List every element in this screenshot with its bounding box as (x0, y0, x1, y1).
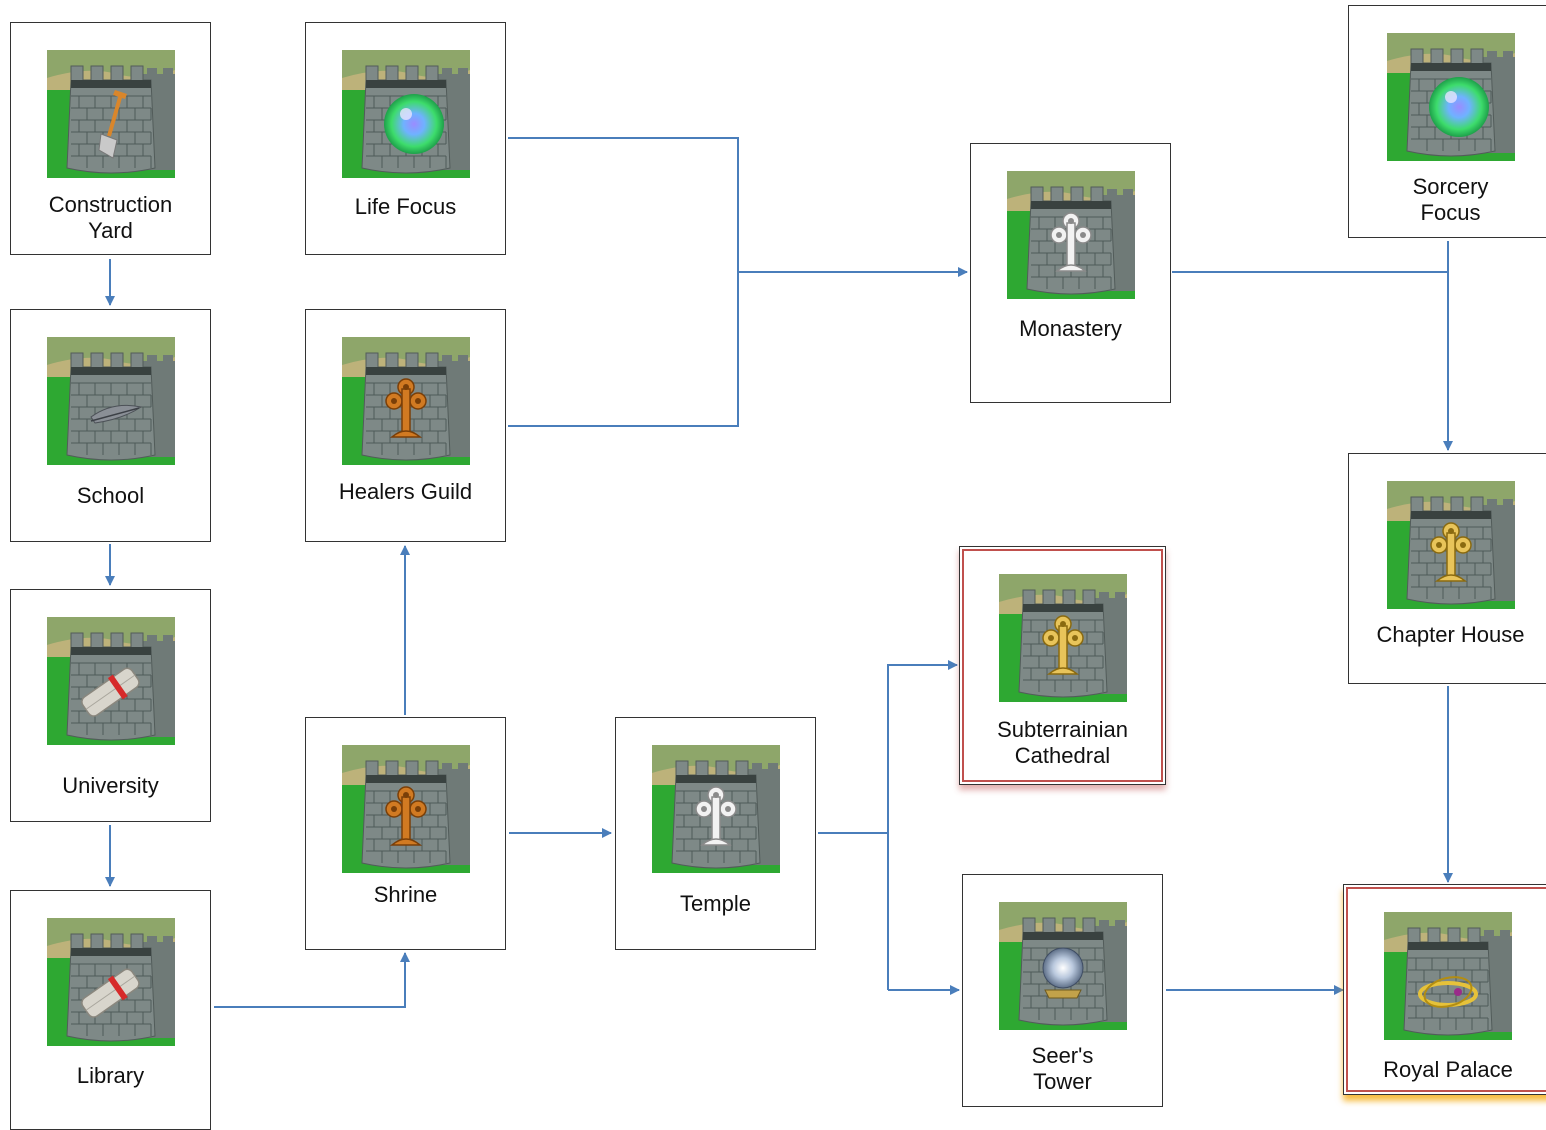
node-temple[interactable]: Temple (615, 717, 816, 950)
node-construction-yard[interactable]: Construction Yard (10, 22, 211, 255)
tower-gold-cross-icon (1386, 481, 1515, 609)
node-label: Subterrainian Cathedral (997, 717, 1128, 768)
connector-life-focus (508, 137, 739, 427)
node-library[interactable]: Library (10, 890, 211, 1130)
node-shrine[interactable]: Shrine (305, 717, 506, 950)
node-label: Temple (680, 891, 751, 916)
tower-green-orb-icon (341, 50, 470, 178)
node-royal-palace[interactable]: Royal Palace (1343, 884, 1546, 1095)
node-label: Sorcery Focus (1412, 174, 1489, 225)
node-label: Construction Yard (48, 192, 173, 243)
node-sorcery-focus[interactable]: Sorcery Focus (1348, 5, 1546, 238)
tower-bronze-cross-icon (341, 745, 470, 873)
tower-gold-cross-icon (998, 574, 1127, 702)
tower-feather-icon (46, 337, 175, 465)
node-school[interactable]: School (10, 309, 211, 542)
node-label: School (76, 483, 145, 508)
node-healers-guild[interactable]: Healers Guild (305, 309, 506, 542)
node-label: Royal Palace (1383, 1057, 1513, 1082)
node-university[interactable]: University (10, 589, 211, 822)
node-seers-tower[interactable]: Seer's Tower (962, 874, 1163, 1107)
node-chapter-house[interactable]: Chapter House (1348, 453, 1546, 684)
tower-silver-cross-icon (651, 745, 780, 873)
node-label: Library (76, 1063, 145, 1088)
tower-gold-ring-icon (1384, 912, 1512, 1040)
node-monastery[interactable]: Monastery (970, 143, 1171, 403)
node-label: Healers Guild (338, 479, 473, 504)
node-label: Seer's Tower (1031, 1043, 1094, 1094)
tower-shovel-icon (46, 50, 175, 178)
tower-scroll-icon (46, 918, 175, 1046)
node-subterrainian-cathedral[interactable]: Subterrainian Cathedral (959, 546, 1166, 785)
tower-green-orb-icon (1386, 33, 1515, 161)
connector-temple-fork (818, 832, 889, 990)
tower-silver-cross-icon (1006, 171, 1135, 299)
tower-bronze-cross-icon (341, 337, 470, 465)
node-label: Chapter House (1376, 622, 1525, 647)
node-life-focus[interactable]: Life Focus (305, 22, 506, 255)
node-label: Monastery (1019, 316, 1122, 341)
tower-scroll-icon (46, 617, 175, 745)
arrow-to-subterrainian-cathedral (887, 660, 958, 833)
tower-crystal-ball-icon (998, 902, 1127, 1030)
node-label: University (62, 773, 159, 798)
node-label: Shrine (373, 882, 438, 907)
arrow-library-to-shrine (214, 952, 410, 1008)
node-label: Life Focus (354, 194, 457, 219)
